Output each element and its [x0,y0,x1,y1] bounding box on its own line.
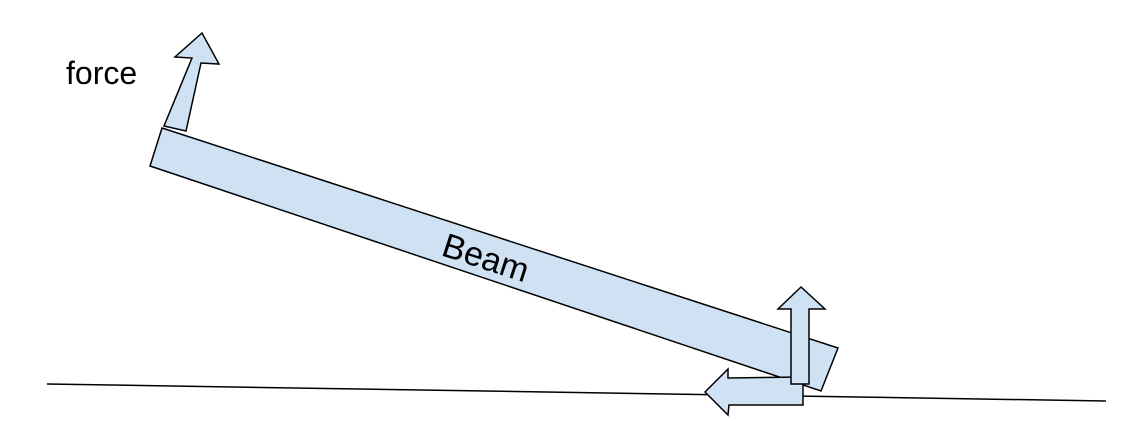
force-arrow-icon [162,31,221,132]
ground-line [46,383,1107,402]
beam [149,127,839,392]
vertical-reaction-arrow-icon [776,285,827,385]
force-label: force [66,55,137,91]
horizontal-reaction-arrow-icon [703,367,804,417]
